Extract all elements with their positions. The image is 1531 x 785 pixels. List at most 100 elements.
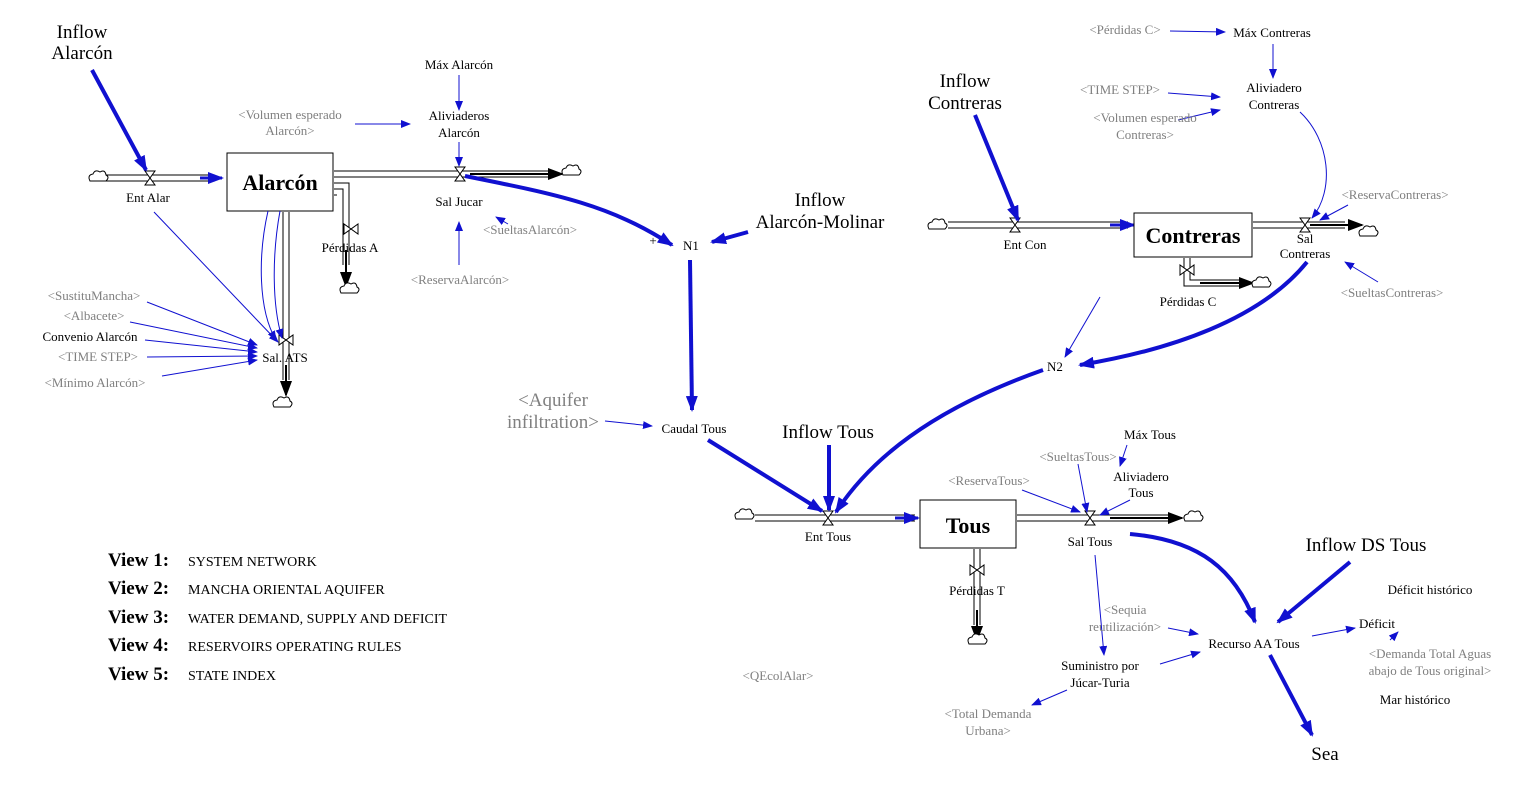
inflow-alarcon-molinar-label-2[interactable]: Alarcón-Molinar: [756, 212, 885, 233]
total-demanda-urbana-label-2[interactable]: Urbana>: [965, 723, 1011, 738]
demanda-total-aguas-label[interactable]: <Demanda Total Aguas: [1369, 646, 1491, 661]
inflow-ds-tous-label[interactable]: Inflow DS Tous: [1306, 535, 1427, 556]
valve-perdidas-c[interactable]: [1179, 264, 1195, 276]
ent-tous-label[interactable]: Ent Tous: [805, 529, 851, 544]
sueltas-tous-label[interactable]: <SueltasTous>: [1039, 449, 1116, 464]
sal-contreras-label[interactable]: Sal: [1297, 231, 1314, 246]
view-1-label[interactable]: View 1:: [108, 550, 169, 571]
total-demanda-urbana-label[interactable]: <Total Demanda: [945, 706, 1032, 721]
stock-alarcon-box[interactable]: [226, 152, 334, 212]
perdidas-c-label[interactable]: Pérdidas C: [1160, 294, 1217, 309]
view-5-label[interactable]: View 5:: [108, 664, 169, 685]
aliviaderos-alarcon-label-2[interactable]: Alarcón: [438, 125, 480, 140]
ent-con-label[interactable]: Ent Con: [1004, 237, 1047, 252]
valve-sal-tous[interactable]: [1084, 510, 1096, 526]
valve-sal-jucar[interactable]: [454, 166, 466, 182]
sequia-reutilizacion-label-2[interactable]: reutilización>: [1089, 619, 1161, 634]
mar-historico-label[interactable]: Mar histórico: [1380, 692, 1450, 707]
sal-tous-label[interactable]: Sal Tous: [1068, 534, 1113, 549]
inflow-alarcon-label[interactable]: Inflow: [57, 22, 108, 43]
n2-label[interactable]: N2: [1047, 359, 1063, 374]
valve-perdidas-a[interactable]: [343, 223, 359, 235]
view-2-label[interactable]: View 2:: [108, 578, 169, 599]
view-4-desc[interactable]: RESERVOIRS OPERATING RULES: [188, 640, 402, 655]
cloud-icon: [272, 396, 293, 408]
max-tous-label[interactable]: Máx Tous: [1124, 427, 1176, 442]
vol-esperado-alarcon-label-2[interactable]: Alarcón>: [265, 123, 314, 138]
time-step-label[interactable]: <TIME STEP>: [58, 349, 138, 364]
aliviadero-contreras-label[interactable]: Aliviadero: [1246, 80, 1302, 95]
reserva-tous-label[interactable]: <ReservaTous>: [948, 473, 1030, 488]
aliviadero-contreras-label-2[interactable]: Contreras: [1249, 97, 1300, 112]
reserva-alarcon-label[interactable]: <ReservaAlarcón>: [411, 272, 509, 287]
aquifer-infiltration-label[interactable]: <Aquifer: [518, 390, 588, 411]
aliviadero-tous-label-2[interactable]: Tous: [1128, 485, 1153, 500]
inflow-tous-label[interactable]: Inflow Tous: [782, 422, 874, 443]
sueltas-contreras-label[interactable]: <SueltasContreras>: [1341, 285, 1444, 300]
suministro-label[interactable]: Suministro por: [1061, 658, 1139, 673]
sustitu-mancha-label[interactable]: <SustituMancha>: [48, 288, 141, 303]
recurso-aa-tous-label[interactable]: Recurso AA Tous: [1208, 636, 1299, 651]
n1-label[interactable]: N1: [683, 238, 699, 253]
stock-tous-box[interactable]: [919, 499, 1017, 549]
cloud-icon: [1183, 510, 1204, 522]
flow-pipes: [104, 168, 1364, 642]
caudal-tous-label[interactable]: Caudal Tous: [662, 421, 727, 436]
cloud-icon: [1358, 225, 1379, 237]
cloud-icon: [967, 633, 988, 645]
demanda-total-aguas-label-2[interactable]: abajo de Tous original>: [1369, 663, 1492, 678]
max-contreras-label[interactable]: Máx Contreras: [1233, 25, 1311, 40]
sea-label[interactable]: Sea: [1311, 744, 1339, 765]
stock-contreras-label[interactable]: Contreras: [1146, 223, 1241, 248]
valve-ent-con[interactable]: [1009, 217, 1021, 233]
sal-contreras-label-2[interactable]: Contreras: [1280, 246, 1331, 261]
view-2-desc[interactable]: MANCHA ORIENTAL AQUIFER: [188, 583, 385, 598]
reserva-contreras-label[interactable]: <ReservaContreras>: [1341, 187, 1448, 202]
sal-ats-label[interactable]: Sal. ATS: [262, 350, 308, 365]
sueltas-alarcon-label[interactable]: <SueltasAlarcón>: [483, 222, 577, 237]
minimo-alarcon-label[interactable]: <Mínimo Alarcón>: [45, 375, 146, 390]
valve-ent-tous[interactable]: [822, 510, 834, 526]
qecolalar-label[interactable]: <QEcolAlar>: [743, 668, 814, 683]
suministro-label-2[interactable]: Júcar-Turia: [1070, 675, 1129, 690]
view-5-desc[interactable]: STATE INDEX: [188, 669, 276, 684]
perdidas-c-shadow-label[interactable]: <Pérdidas C>: [1089, 22, 1160, 37]
aquifer-infiltration-label-2[interactable]: infiltration>: [507, 412, 599, 433]
stock-tous-label[interactable]: Tous: [946, 513, 991, 538]
valve-sal-contreras[interactable]: [1299, 217, 1311, 233]
perdidas-a-label[interactable]: Pérdidas A: [322, 240, 379, 255]
perdidas-t-label[interactable]: Pérdidas T: [949, 583, 1005, 598]
sequia-reutilizacion-label[interactable]: <Sequia: [1104, 602, 1147, 617]
albacete-label[interactable]: <Albacete>: [64, 308, 125, 323]
view-1-desc[interactable]: SYSTEM NETWORK: [188, 555, 317, 570]
cloud-icon: [734, 508, 755, 520]
valve-perdidas-t[interactable]: [969, 564, 985, 576]
aliviadero-tous-label[interactable]: Aliviadero: [1113, 469, 1169, 484]
cloud-icon: [88, 170, 109, 182]
view-4-label[interactable]: View 4:: [108, 635, 169, 656]
deficit-historico-label[interactable]: Déficit histórico: [1388, 582, 1473, 597]
vol-esperado-contreras-label[interactable]: <Volumen esperado: [1093, 110, 1197, 125]
valve-ent-alar[interactable]: [144, 170, 156, 186]
sal-jucar-label[interactable]: Sal Jucar: [435, 194, 483, 209]
minor-links: [129, 27, 1399, 706]
inflow-contreras-label[interactable]: Inflow: [940, 71, 991, 92]
view-3-label[interactable]: View 3:: [108, 607, 169, 628]
cloud-icon: [927, 218, 948, 230]
vol-esperado-contreras-label-2[interactable]: Contreras>: [1116, 127, 1174, 142]
time-step-contreras-label[interactable]: <TIME STEP>: [1080, 82, 1160, 97]
inflow-alarcon-label-2[interactable]: Alarcón: [51, 43, 113, 64]
aliviaderos-alarcon-label[interactable]: Aliviaderos: [429, 108, 490, 123]
convenio-alarcon-label[interactable]: Convenio Alarcón: [43, 329, 138, 344]
deficit-label[interactable]: Déficit: [1359, 616, 1395, 631]
stock-alarcon-label[interactable]: Alarcón: [242, 170, 317, 195]
labels: Inflow Alarcón Ent Alar Alarcón Máx Alar…: [43, 22, 1492, 765]
inflow-alarcon-molinar-label[interactable]: Inflow: [795, 190, 846, 211]
ent-alar-label[interactable]: Ent Alar: [126, 190, 170, 205]
stock-contreras-box[interactable]: [1133, 212, 1253, 258]
inflow-contreras-label-2[interactable]: Contreras: [928, 93, 1002, 114]
max-alarcon-label[interactable]: Máx Alarcón: [425, 57, 494, 72]
view-3-desc[interactable]: WATER DEMAND, SUPPLY AND DEFICIT: [188, 612, 447, 627]
vol-esperado-alarcon-label[interactable]: <Volumen esperado: [238, 107, 342, 122]
